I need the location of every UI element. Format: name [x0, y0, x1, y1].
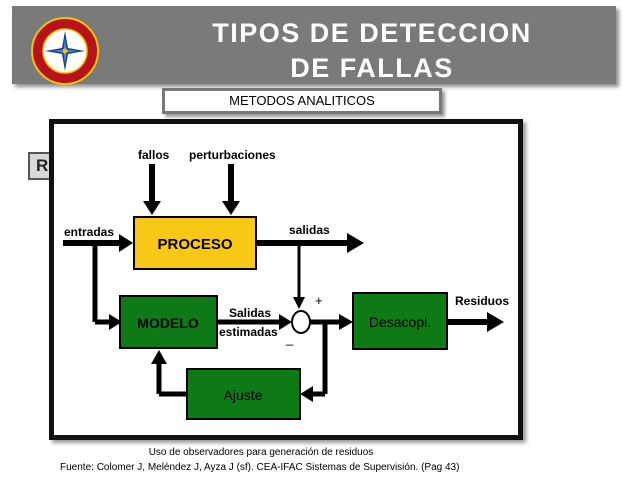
fallos-arrowhead [143, 201, 161, 215]
title-banner: TIPOS DE DETECCION DE FALLAS [12, 6, 616, 86]
ajuste-input-arrowhead [300, 386, 313, 402]
plus-sign: + [315, 293, 323, 308]
minus-sign: _ [285, 331, 294, 346]
source-citation: Fuente: Colomer J, Meléndez J, Ayza J (s… [60, 462, 460, 473]
proceso-block [133, 216, 257, 270]
desacopl-block [352, 292, 448, 350]
modelo-input-arrowhead [109, 314, 122, 330]
residuos-label: Residuos [455, 294, 509, 308]
title-line-1: TIPOS DE DETECCION [212, 18, 532, 48]
modelo-block [119, 295, 218, 349]
sum-plus-arrowhead [293, 297, 305, 309]
modelo-feedback-arrowhead [151, 350, 167, 364]
modelo-label: MODELO [137, 315, 199, 331]
desacopl-label: Desacopl. [369, 314, 431, 330]
diagram-caption: Uso de observadores para generación de r… [148, 447, 374, 458]
ajuste-block [186, 368, 301, 420]
slide-title: TIPOS DE DETECCION DE FALLAS [162, 16, 582, 86]
residue-generation-diagram: fallos perturbaciones entradas PROCESO s… [63, 148, 509, 420]
entradas-arrowhead [119, 234, 133, 252]
fallos-label: fallos [138, 148, 170, 162]
salidas-estimadas-label-1: Salidas [229, 306, 271, 320]
entradas-label: entradas [64, 225, 114, 239]
salidas-label: salidas [289, 223, 330, 237]
university-seal-icon [31, 17, 99, 85]
title-line-2: DE FALLAS [290, 53, 454, 83]
summing-junction [291, 310, 311, 334]
perturbaciones-label: perturbaciones [189, 148, 276, 162]
proceso-label: PROCESO [157, 236, 232, 253]
subtitle-box: METODOS ANALITICOS [162, 88, 442, 114]
residuos-arrowhead [487, 312, 504, 332]
ajuste-label: Ajuste [224, 387, 263, 403]
salidas-estimadas-arrowhead [279, 314, 292, 330]
salidas-estimadas-label-2: estimadas [219, 325, 278, 339]
perturbaciones-arrowhead [222, 201, 240, 215]
desacopl-input-arrowhead [339, 314, 353, 330]
salidas-arrowhead [347, 233, 364, 253]
